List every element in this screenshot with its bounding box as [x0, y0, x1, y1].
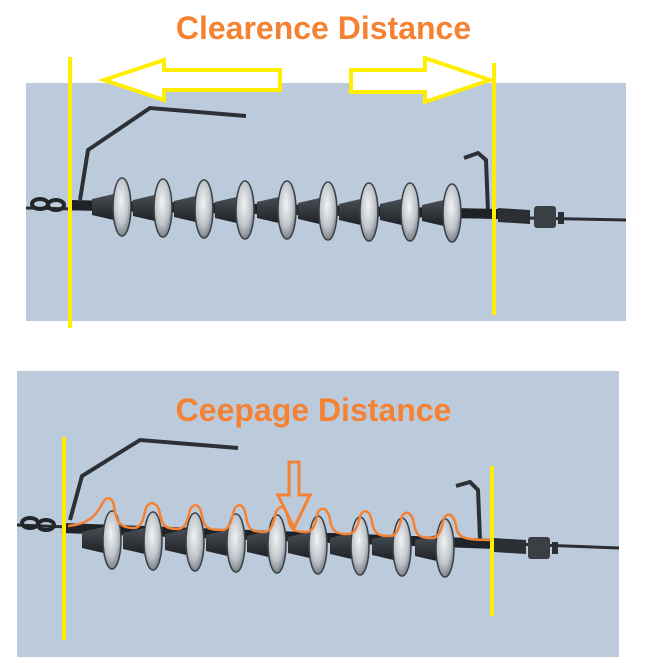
- disc-bottom: [247, 514, 287, 574]
- disc-top: [380, 182, 420, 242]
- arcing-horn-left-bottom: [68, 437, 239, 521]
- end-clamp-right-top: [498, 206, 564, 228]
- disc-top: [422, 183, 462, 243]
- disc-top: [215, 180, 255, 240]
- disc-bottom: [206, 513, 246, 573]
- clearance-distance-label: Clearence Distance: [175, 10, 472, 46]
- creepage-panel: [16, 371, 620, 657]
- disc-top: [133, 178, 173, 238]
- arcing-horn-right-top: [463, 150, 490, 213]
- arcing-horn-left-top: [78, 105, 247, 201]
- chain-link-left-bottom: [20, 516, 56, 532]
- insulator-discs-top: [92, 177, 462, 243]
- disc-bottom: [288, 515, 328, 575]
- disc-top: [92, 177, 132, 237]
- disc-bottom: [82, 510, 122, 570]
- insulator-discs-bottom: [82, 510, 455, 578]
- arcing-horn-right-bottom: [455, 479, 482, 541]
- left-arrow-icon: [97, 57, 282, 103]
- disc-bottom: [123, 511, 163, 571]
- disc-top: [298, 181, 338, 241]
- end-clamp-right-bottom: [494, 537, 558, 559]
- clearance-panel: [25, 55, 627, 328]
- disc-top: [257, 180, 297, 240]
- disc-bottom: [165, 512, 205, 572]
- right-arrow-icon: [349, 55, 497, 105]
- disc-top: [174, 179, 214, 239]
- creepage-distance-label: Ceepage Distance: [175, 392, 452, 428]
- down-arrow-icon: [275, 460, 313, 532]
- disc-top: [339, 182, 379, 242]
- chain-link-left-top: [30, 197, 66, 212]
